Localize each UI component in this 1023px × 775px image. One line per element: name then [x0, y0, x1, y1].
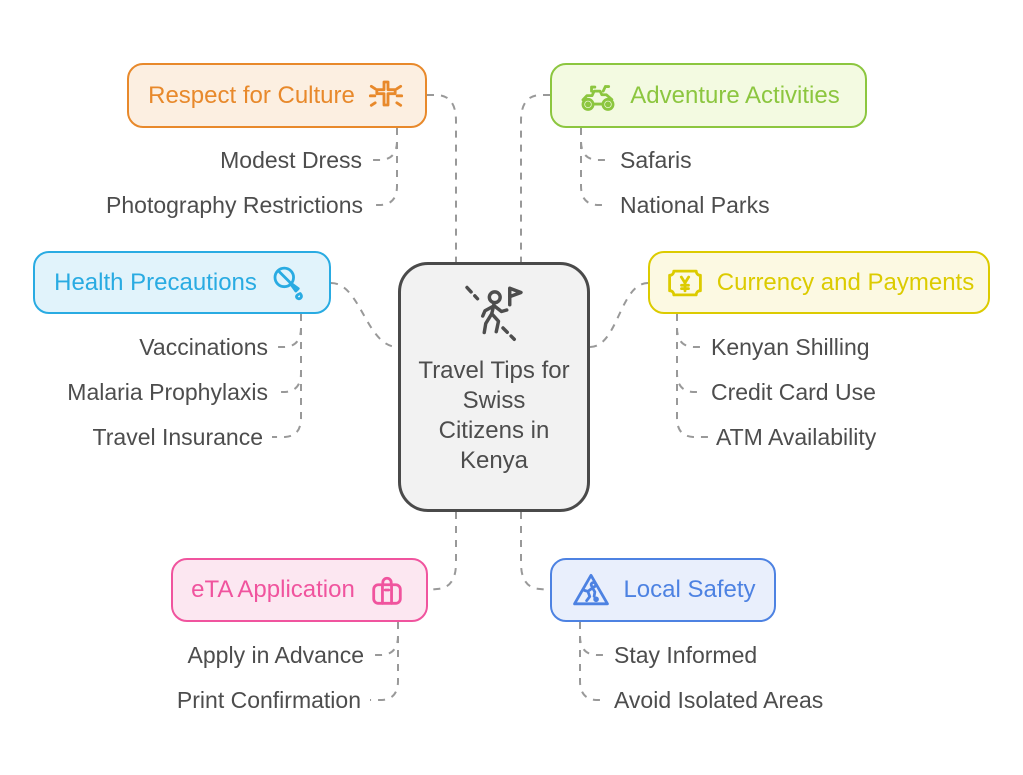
link-health-child-3 [272, 314, 302, 438]
node-local-safety[interactable]: Local Safety [550, 558, 776, 622]
child-modest-dress[interactable]: Modest Dress [220, 147, 362, 173]
link-currency-child-3 [676, 314, 708, 438]
node-label: Local Safety [623, 576, 756, 603]
link-adventure-child-2 [580, 128, 608, 206]
link-center-eta [427, 512, 457, 591]
link-adventure-child-1 [580, 128, 608, 161]
link-respect-child-2 [370, 128, 398, 206]
link-eta-child-2 [370, 622, 399, 701]
child-national-parks[interactable]: National Parks [620, 192, 770, 218]
atv-quad-bike-icon [577, 75, 619, 117]
link-center-safety [520, 512, 551, 591]
link-adventure-center [520, 94, 550, 262]
dropper-icon [268, 262, 310, 304]
shining-cross-icon [366, 76, 406, 116]
child-avoid-isolated-areas[interactable]: Avoid Isolated Areas [614, 687, 824, 713]
node-label: Health Precautions [54, 268, 257, 296]
node-label: Currency and Payments [716, 268, 975, 296]
child-malaria-prophylaxis[interactable]: Malaria Prophylaxis [67, 379, 268, 405]
node-label: Respect for Culture [148, 81, 355, 109]
link-eta-child-1 [372, 622, 399, 656]
link-respect-child-1 [370, 128, 398, 161]
link-health-center [330, 282, 399, 348]
link-currency-child-1 [676, 314, 702, 348]
link-currency-center [589, 282, 649, 348]
link-health-child-2 [276, 314, 302, 393]
child-atm-availability[interactable]: ATM Availability [716, 424, 877, 450]
child-travel-insurance[interactable]: Travel Insurance [92, 424, 263, 450]
node-currency-and-payments[interactable]: Currency and Payments [648, 251, 990, 314]
node-eta-application[interactable]: eTA Application [171, 558, 428, 622]
link-currency-child-2 [676, 314, 702, 393]
link-respect-center [427, 94, 457, 262]
child-stay-informed[interactable]: Stay Informed [614, 642, 758, 668]
center-title: Travel Tips for Swiss Citizens in Kenya [418, 357, 570, 474]
child-photography-restrictions[interactable]: Photography Restrictions [106, 192, 363, 218]
node-health-precautions[interactable]: Health Precautions [33, 251, 331, 314]
link-safety-child-2 [579, 622, 606, 701]
child-kenyan-shilling[interactable]: Kenyan Shilling [711, 334, 870, 360]
travel-bag-icon [366, 569, 408, 611]
node-center-travel-tips[interactable]: Travel Tips for Swiss Citizens in Kenya [398, 262, 590, 512]
child-safaris[interactable]: Safaris [620, 147, 692, 173]
node-label: Adventure Activities [630, 81, 840, 109]
child-print-confirmation[interactable]: Print Confirmation [176, 687, 361, 713]
hiker-flag-icon [455, 283, 533, 352]
child-vaccinations[interactable]: Vaccinations [139, 334, 268, 360]
warning-slip-person-icon [570, 569, 612, 611]
child-credit-card-use[interactable]: Credit Card Use [711, 379, 876, 405]
child-apply-in-advance[interactable]: Apply in Advance [187, 642, 364, 668]
link-safety-child-1 [579, 622, 606, 656]
node-label: eTA Application [191, 576, 355, 603]
node-adventure-activities[interactable]: Adventure Activities [550, 63, 867, 128]
banknote-yen-icon [664, 262, 706, 304]
node-respect-for-culture[interactable]: Respect for Culture [127, 63, 427, 128]
link-health-child-1 [276, 314, 302, 348]
